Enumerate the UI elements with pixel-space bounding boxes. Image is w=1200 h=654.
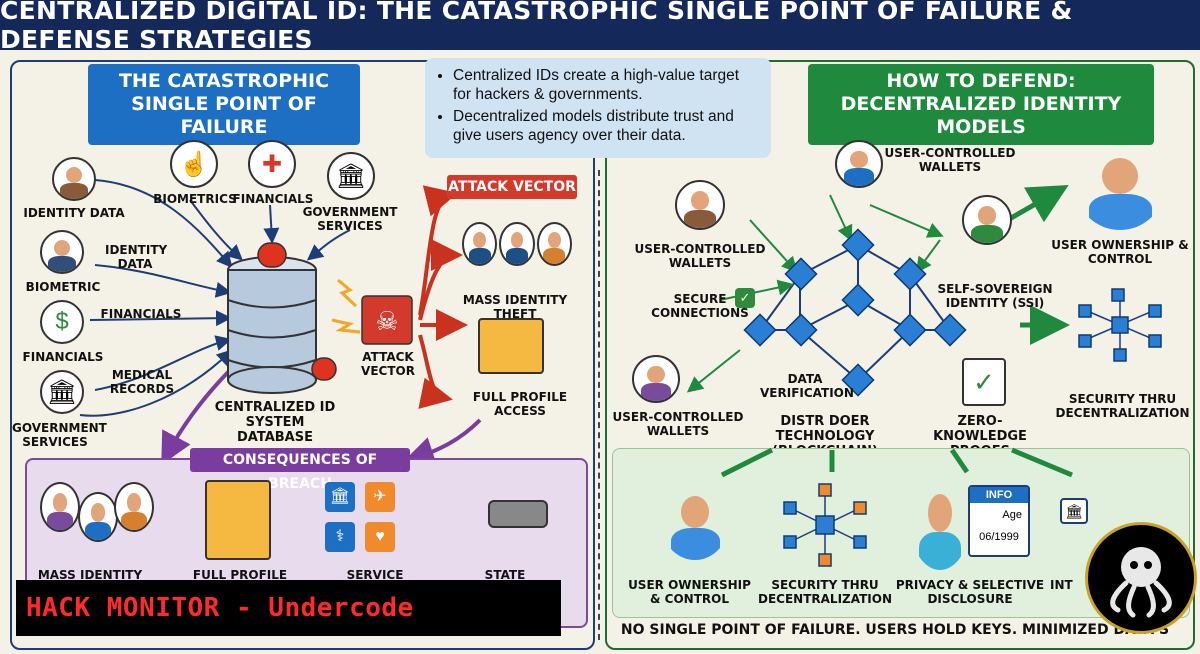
summary-callout: Centralized IDs create a high-value targ… — [425, 58, 771, 158]
benefit-arrows — [720, 447, 1073, 478]
label-full-profile-access: FULL PROFILE ACCESS — [472, 390, 568, 418]
label-mass-identity-theft: MASS IDENTITY THEFT — [462, 293, 568, 321]
database-icon — [227, 242, 337, 394]
victims-icon — [40, 482, 154, 562]
label-data-verification: DATA VERIFICATION — [760, 372, 854, 400]
owner-person-icon — [1075, 140, 1165, 230]
wallet-user-avatar — [962, 195, 1012, 245]
blockchain-cube — [743, 228, 967, 397]
info-card: INFO Age 06/1999 — [968, 485, 1030, 557]
label-medical-records: MEDICAL RECORDS — [109, 368, 175, 396]
money-icon: $ — [40, 300, 84, 344]
thief-avatar — [499, 222, 535, 266]
label-financials-top: FINANCIALS — [232, 192, 314, 206]
identity-avatar — [52, 157, 96, 201]
label-biometric: BIOMETRIC — [25, 280, 101, 294]
biometric-avatar — [40, 230, 84, 274]
label-government-services-bottom: GOVERNMENT SERVICES — [12, 421, 107, 449]
services-broken-icon: 🏛 ✈ ⚕ ♥ — [325, 482, 395, 562]
label-identity-data: IDENTITY DATA — [23, 206, 125, 220]
benefit-label: PRIVACY & SELECTIVE DISCLOSURE — [895, 578, 1045, 606]
benefit-label: USER OWNERSHIP & CONTROL — [628, 578, 751, 606]
right-footer: NO SINGLE POINT OF FAILURE. USERS HOLD K… — [620, 622, 1170, 638]
skull-icon — [361, 295, 413, 345]
label-user-wallets-top: USER-CONTROLLED WALLETS — [884, 146, 1016, 174]
cube-cluster-icon-2 — [780, 480, 870, 570]
government-building-icon: 🏛 — [327, 152, 375, 200]
thief-avatar — [462, 222, 498, 266]
benefit-label: SECURITY THRU DECENTRALIZATION — [758, 578, 892, 606]
right-panel — [605, 60, 1195, 650]
left-panel — [10, 60, 595, 650]
label-user-wallets-bottom: USER-CONTROLLED WALLETS — [612, 410, 744, 438]
divider — [598, 170, 600, 640]
medical-card-icon: ✚ — [248, 140, 296, 188]
label-user-wallets-left: USER-CONTROLLED WALLETS — [634, 242, 766, 270]
lock-icon: ✓ — [735, 288, 755, 308]
wallet-user-avatar — [675, 180, 725, 230]
lightning-icon — [337, 278, 358, 308]
page-title: CENTRALIZED DIGITAL ID: THE CATASTROPHIC… — [0, 0, 1200, 54]
attack-vector-tag: ATTACK VECTOR — [447, 175, 577, 199]
network-diagram — [686, 185, 1070, 397]
benefit-label: INT — [1050, 578, 1073, 592]
thieves-group — [462, 222, 572, 284]
fingerprint-icon: ☝ — [170, 140, 218, 188]
profile-folder-icon-2 — [205, 480, 271, 560]
label-attack-vector: ATTACK VECTOR — [361, 350, 415, 378]
octopus-logo-icon — [1085, 522, 1197, 634]
label-financials: FINANCIALS — [100, 307, 182, 321]
consequence-label: MASS IDENTITY — [37, 568, 143, 582]
svg-text:☠: ☠ — [375, 306, 398, 336]
cube-cluster-icon — [1075, 285, 1165, 365]
label-security-top: SECURITY THRU DECENTRALIZATION — [1055, 392, 1190, 420]
left-header: THE CATASTROPHIC SINGLE POINT OF FAILURE — [88, 64, 360, 145]
zkp-document-icon: ✓ — [962, 358, 1006, 406]
right-header: HOW TO DEFEND: DECENTRALIZED IDENTITY MO… — [808, 64, 1154, 145]
owner-keycard-icon — [640, 480, 750, 570]
wallet-user-avatar — [632, 355, 680, 403]
info-card-age: Age — [1002, 509, 1022, 521]
info-card-heading: INFO — [970, 487, 1028, 503]
privacy-person-icon — [910, 475, 970, 570]
consequence-label: STATE — [484, 568, 526, 582]
thief-avatar — [536, 222, 572, 266]
label-biometrics: BIOMETRICS — [153, 192, 237, 206]
label-user-ownership-top: USER OWNERSHIP & CONTROL — [1051, 238, 1189, 266]
label-centralized-database: CENTRALIZED ID SYSTEM DATABASE — [214, 400, 336, 445]
wallet-user-avatar — [835, 140, 883, 188]
label-secure-connections: SECURE CONNECTIONS — [651, 292, 749, 320]
profile-folder-icon — [478, 318, 544, 374]
callout-item: Decentralized models distribute trust an… — [453, 107, 757, 145]
info-card-date: 06/1999 — [979, 531, 1019, 543]
capitol-icon: 🏛 — [40, 370, 84, 414]
consequence-label: FULL PROFILE — [192, 568, 288, 582]
callout-item: Centralized IDs create a high-value targ… — [453, 66, 757, 104]
consequence-label: SERVICE — [346, 568, 404, 582]
integration-icon: 🏛 — [1060, 470, 1090, 525]
label-ssi: SELF-SOVEREIGN IDENTITY (SSI) — [937, 282, 1053, 310]
consequences-tag: CONSEQUENCES OF BREACH — [190, 448, 410, 492]
watermark-banner: HACK MONITOR - Undercode — [16, 580, 561, 636]
label-identity-data-mid: IDENTITY DATA — [105, 243, 168, 271]
label-government-services-top: GOVERNMENT SERVICES — [302, 205, 398, 233]
left-diagram-arrows: ☠ — [79, 179, 482, 468]
label-financials-bottom: FINANCIALS — [22, 350, 104, 364]
surveillance-camera-icon — [458, 482, 578, 562]
